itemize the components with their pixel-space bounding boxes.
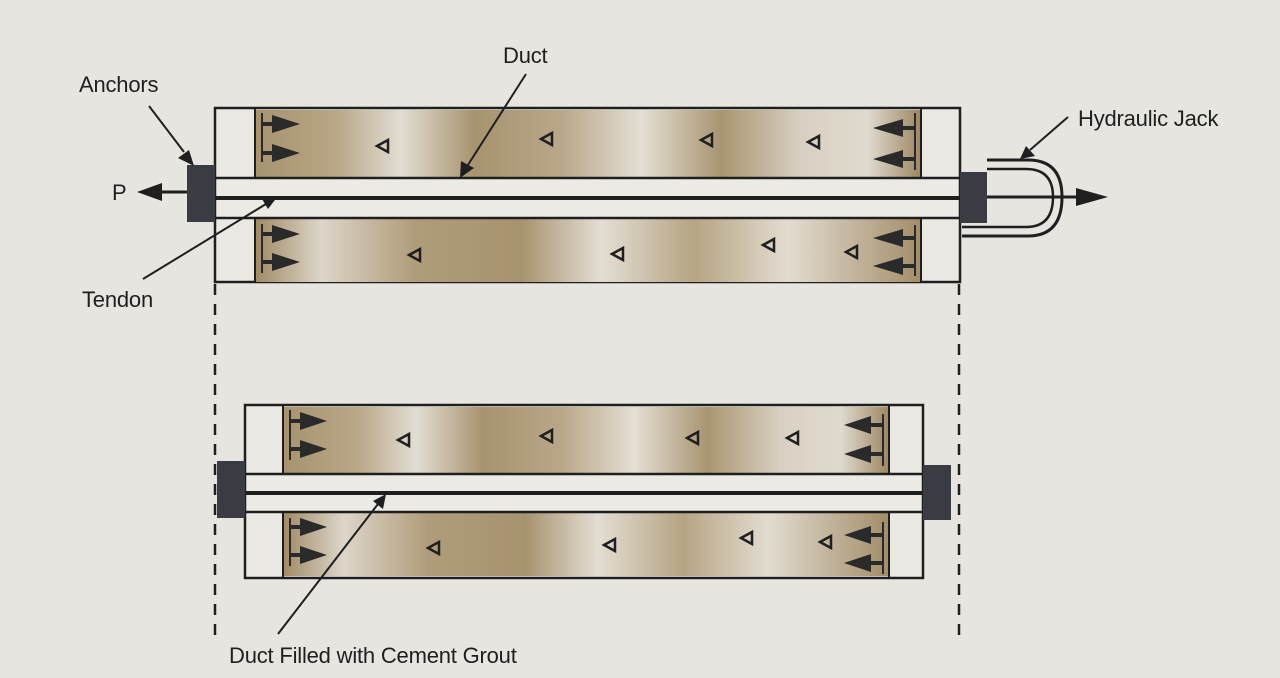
top-duct [213,176,962,220]
top-concrete-lower [255,218,921,282]
top-aggregate-marks [374,130,859,264]
top-left-arrows [261,113,300,273]
top-right-anchor [960,172,987,223]
top-concrete-upper [255,110,921,178]
bottom-concrete-lower [283,512,889,576]
tendon-label: Tendon [82,287,153,312]
bottom-left-anchor [217,461,245,518]
bottom-right-arrows [844,414,884,574]
p-force-arrow [137,183,162,201]
bottom-right-anchor [923,465,951,520]
p-label: P [112,180,127,205]
leader-arrowheads [178,146,1035,509]
top-right-arrows [873,113,916,276]
anchors-label: Anchors [79,72,159,97]
bottom-duct [243,472,925,514]
leader-lines [142,73,1069,635]
bottom-aggregate-marks [395,427,833,557]
hydraulic-jack-label: Hydraulic Jack [1078,106,1219,131]
bottom-left-arrows [289,410,327,566]
jack-pull-arrow [1076,188,1108,206]
duct-grout-label: Duct Filled with Cement Grout [229,643,517,668]
bottom-concrete-upper [283,407,889,474]
top-left-anchor [187,165,215,222]
duct-label: Duct [503,43,548,68]
